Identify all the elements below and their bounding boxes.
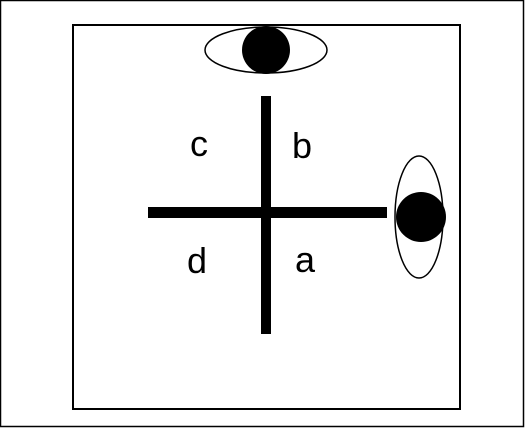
quadrant-label-c: c (190, 123, 208, 164)
top-eye-pupil (242, 26, 290, 74)
quadrant-label-d: d (187, 240, 207, 281)
quadrant-label-a: a (295, 239, 316, 280)
quadrant-label-b: b (292, 125, 312, 166)
right-eye-pupil (396, 192, 446, 242)
cross-horizontal-bar (148, 207, 387, 218)
top-eye-icon (205, 26, 327, 74)
